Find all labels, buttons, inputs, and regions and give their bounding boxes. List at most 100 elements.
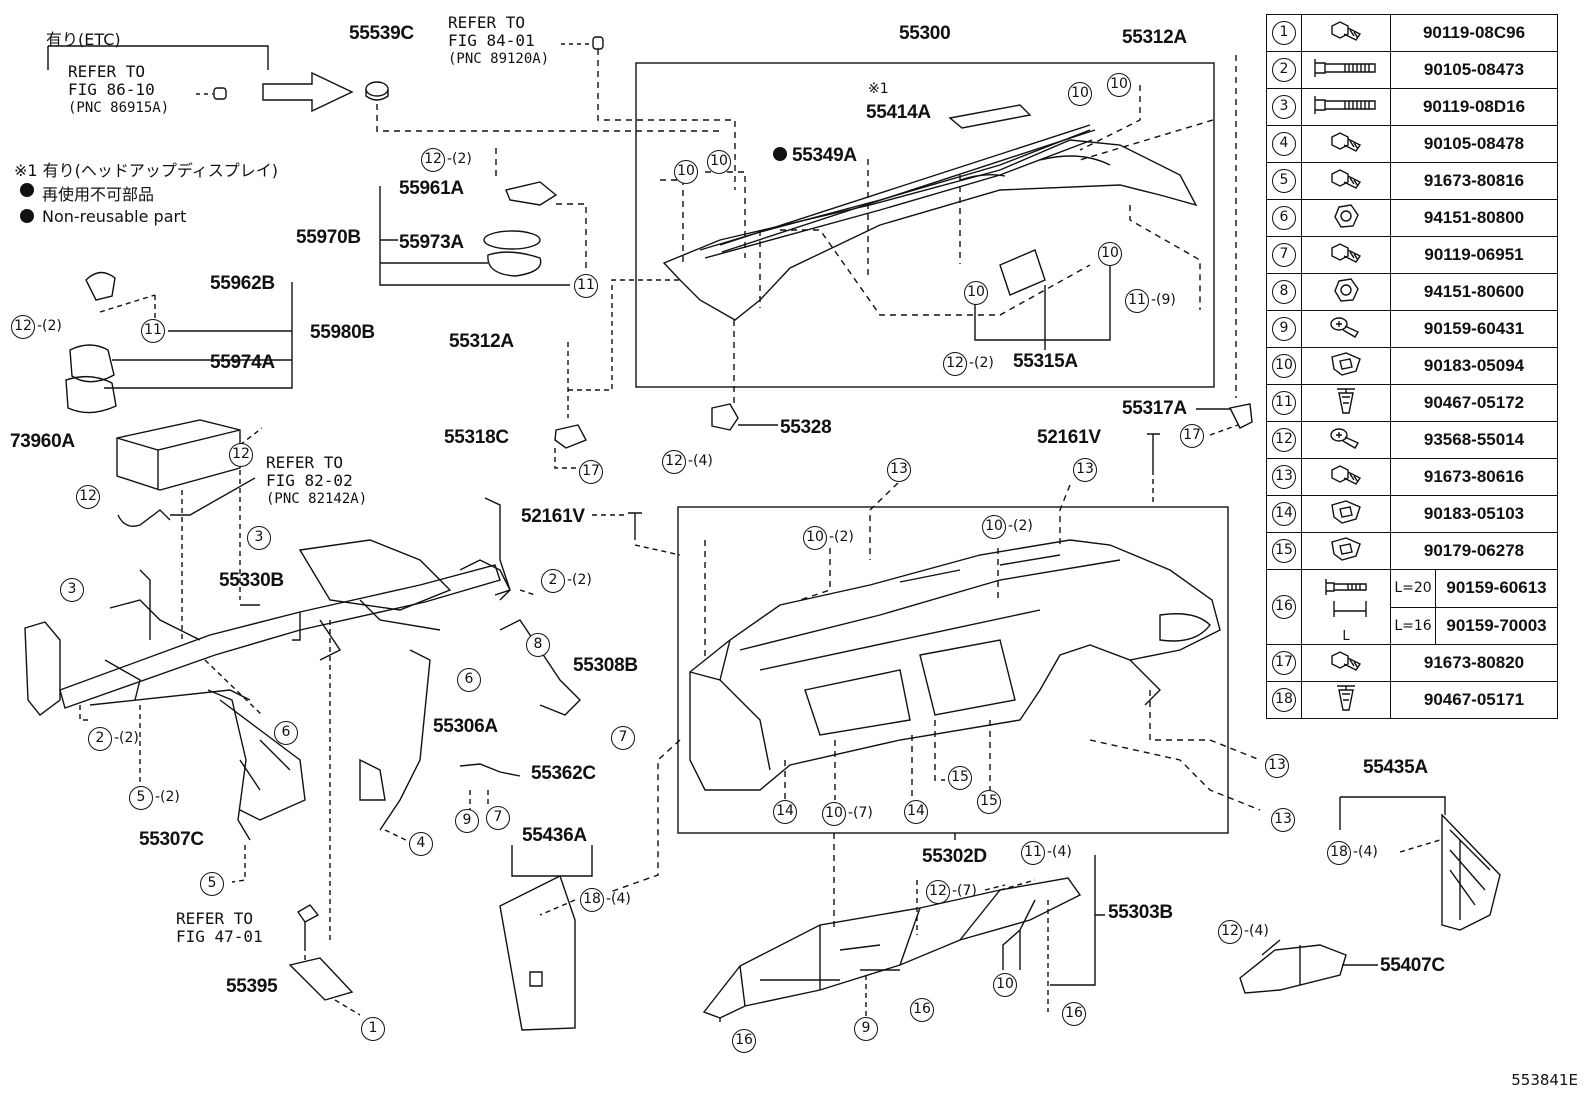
callout-qty: -(2) <box>567 572 592 588</box>
callout-qty: -(2) <box>155 789 180 805</box>
fastener-length: L=20 <box>1390 569 1436 608</box>
callout-marker: 11 <box>574 274 598 298</box>
part-label: 55315A <box>1013 351 1078 372</box>
callout-marker: 3 <box>247 526 271 550</box>
callout-marker: 13 <box>1073 458 1097 482</box>
fastener-part-number: 90183-05094 <box>1390 347 1558 385</box>
figure-id: 553841E <box>1511 1071 1578 1089</box>
callout-marker: 6 <box>274 721 298 745</box>
part-label: 55330B <box>219 570 284 591</box>
module-73960A-shape <box>116 419 241 491</box>
callout-qty: -(2) <box>1008 518 1033 534</box>
push-clip-icon <box>1331 388 1361 421</box>
callout-marker: 12 <box>229 443 253 467</box>
callout-marker: 17 <box>1180 424 1204 448</box>
fastener-part-number: 90105-08478 <box>1390 125 1558 163</box>
callout-qty: -(7) <box>848 805 873 821</box>
callout-marker: 1 <box>361 1017 385 1041</box>
callout-marker: 10 <box>674 160 698 184</box>
callout-marker: 12 <box>926 880 950 904</box>
part-label: 55318C <box>444 427 509 448</box>
callout-qty: -(4) <box>1353 844 1378 860</box>
fastener-index: 4 <box>1272 132 1296 156</box>
fastener-row: 10 90183-05094 <box>1266 347 1558 385</box>
callout-marker: 9 <box>455 809 479 833</box>
trim-55435A-shape <box>1441 813 1501 931</box>
etc-heading: 有り(ETC) <box>46 30 121 49</box>
fastener-part-number: 90183-05103 <box>1390 495 1558 533</box>
fastener-part-number: 93568-55014 <box>1390 421 1558 459</box>
part-label: 55308B <box>573 655 638 676</box>
push-clip-icon <box>1331 685 1361 718</box>
part-label: 55317A <box>1122 398 1187 419</box>
flange-bolt-icon <box>1326 169 1366 198</box>
callout-qty: -(4) <box>1047 844 1072 860</box>
callout-marker: 18 <box>580 888 604 912</box>
callout-marker: 8 <box>526 633 550 657</box>
callout-marker: 2 <box>541 569 565 593</box>
fastener-part-number: 94151-80800 <box>1390 199 1558 237</box>
fastener-index: 5 <box>1272 169 1296 193</box>
trim-55407C-shape <box>1239 944 1347 994</box>
fastener-index: 13 <box>1272 465 1296 489</box>
callout-qty: -(2) <box>829 529 854 545</box>
side-cover-55436A-shape <box>499 875 576 1031</box>
ref-fig-47-01: REFER TO FIG 47-01 <box>176 909 263 947</box>
main-panel-group-box <box>677 506 1229 834</box>
ref-fig-84-01: REFER TO FIG 84-01 (PNC 89120A) <box>448 13 550 67</box>
part-label: 55962B <box>210 273 275 294</box>
callout-marker: 12 <box>662 450 686 474</box>
part-label: 55980B <box>310 322 375 343</box>
hud-note: ※1 有り(ヘッドアップディスプレイ) <box>14 161 279 180</box>
flange-bolt-icon <box>1326 21 1366 50</box>
fastener-index: 7 <box>1272 243 1296 267</box>
callout-marker: 12 <box>421 148 445 172</box>
callout-marker: 5 <box>200 872 224 896</box>
length-label: L <box>1342 628 1350 644</box>
callout-marker: 9 <box>854 1017 878 1041</box>
callout-marker: 18 <box>1327 841 1351 865</box>
fastener-part-number: 91673-80816 <box>1390 162 1558 200</box>
callout-qty: -(7) <box>952 883 977 899</box>
fastener-part-number: 90119-08D16 <box>1390 88 1558 126</box>
callout-marker: 10 <box>1107 73 1131 97</box>
fastener-index: 10 <box>1272 354 1296 378</box>
fastener-row: 14 90183-05103 <box>1266 495 1558 533</box>
callout-marker: 10 <box>982 515 1006 539</box>
part-label: 55362C <box>531 763 596 784</box>
callout-marker: 16 <box>732 1029 756 1053</box>
callout-qty: -(2) <box>447 151 472 167</box>
part-label: 55307C <box>139 829 204 850</box>
fastener-index: 14 <box>1272 502 1296 526</box>
fastener-part-number: 90467-05172 <box>1390 384 1558 422</box>
part-label: 55435A <box>1363 757 1428 778</box>
part-label: 55328 <box>780 417 832 438</box>
callout-marker: 13 <box>1265 754 1289 778</box>
callout-marker: 3 <box>60 578 84 602</box>
lower-panel-55303B-shape <box>702 877 1082 1019</box>
callout-marker: 10 <box>993 973 1017 997</box>
fastener-index: 2 <box>1272 58 1296 82</box>
non-reusable-note-en: Non-reusable part <box>42 207 187 226</box>
part-label: 55436A <box>522 825 587 846</box>
callout-qty: -(9) <box>1151 292 1176 308</box>
fastener-part-number: 91673-80820 <box>1390 644 1558 682</box>
part-label: 55302D <box>922 846 987 867</box>
part-label: 55306A <box>433 716 498 737</box>
fastener-index: 8 <box>1272 280 1296 304</box>
part-label: 55539C <box>349 23 414 44</box>
fastener-length: L=16 <box>1390 606 1436 645</box>
fastener-part-number: 90159-60613 <box>1435 569 1558 608</box>
fastener-index: 6 <box>1272 206 1296 230</box>
callout-marker: 11 <box>1125 289 1149 313</box>
fastener-part-number: 90119-06951 <box>1390 236 1558 274</box>
